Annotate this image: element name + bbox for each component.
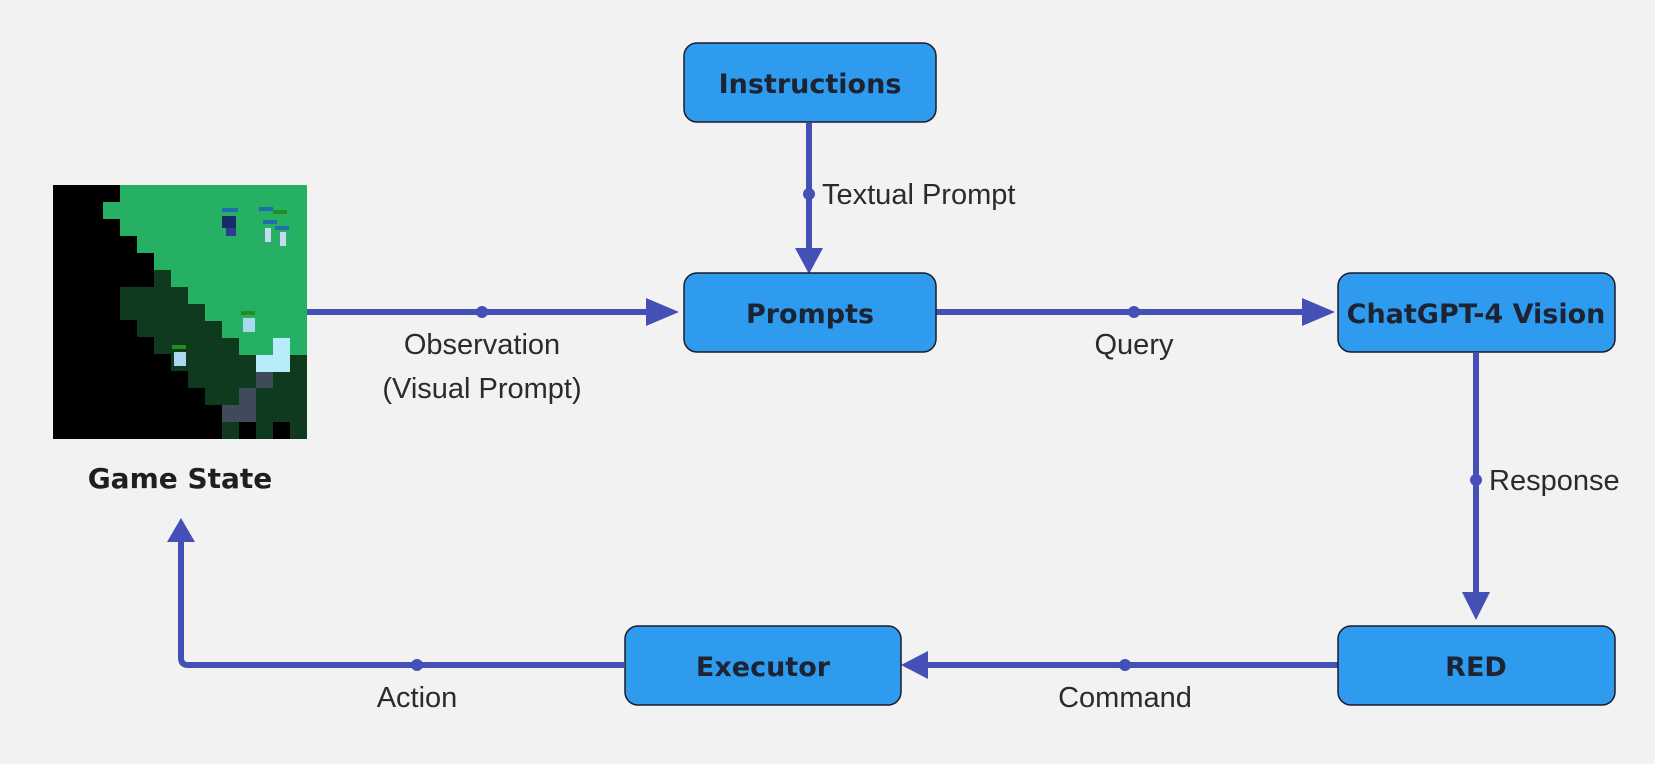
edge-label-command: Command bbox=[1058, 682, 1192, 714]
edge-query: Query bbox=[936, 298, 1335, 361]
game-state-caption: Game State bbox=[88, 462, 273, 495]
edge-command: Command bbox=[901, 651, 1338, 714]
unit-sprites bbox=[172, 207, 289, 366]
node-chatgpt-vision: ChatGPT-4 Vision bbox=[1337, 272, 1616, 353]
node-label-chatgpt-vision: ChatGPT-4 Vision bbox=[1347, 299, 1606, 330]
edge-label-query: Query bbox=[1095, 329, 1174, 361]
node-label-red: RED bbox=[1445, 652, 1507, 683]
node-red: RED bbox=[1337, 625, 1616, 706]
edge-label-response: Response bbox=[1489, 465, 1620, 497]
node-label-executor: Executor bbox=[696, 652, 831, 683]
node-executor: Executor bbox=[624, 625, 902, 706]
node-instructions: Instructions bbox=[683, 42, 937, 123]
edge-textual-prompt: Textual Prompt bbox=[795, 123, 1015, 274]
node-label-prompts: Prompts bbox=[746, 299, 874, 330]
game-state-image bbox=[53, 185, 307, 439]
edge-label-visual-prompt: (Visual Prompt) bbox=[382, 373, 581, 405]
node-prompts: Prompts bbox=[683, 272, 937, 353]
edge-label-textual-prompt: Textual Prompt bbox=[822, 179, 1015, 211]
edge-response: Response bbox=[1462, 353, 1620, 620]
edge-label-observation: Observation bbox=[404, 329, 560, 361]
edge-action: Action bbox=[167, 518, 624, 714]
edge-observation: Observation (Visual Prompt) bbox=[307, 298, 679, 405]
edge-label-action: Action bbox=[377, 682, 458, 714]
node-label-instructions: Instructions bbox=[719, 69, 902, 100]
